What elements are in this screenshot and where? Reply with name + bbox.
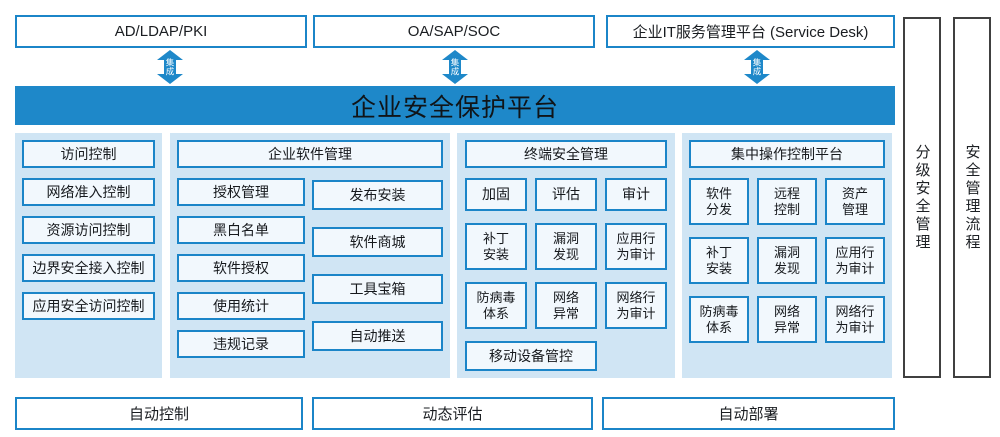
bottom-box-auto-deployment: 自动部署 <box>602 397 895 430</box>
panel-terminal-security: 终端安全管理 加固 评估 审计 补丁 安装 漏洞 发现 应用行 为审计 防病毒 … <box>457 133 675 378</box>
node-vulnerability-discovery: 漏洞 发现 <box>757 237 817 284</box>
node-network-admission: 网络准入控制 <box>22 178 155 206</box>
node-network-anomaly: 网络 异常 <box>535 282 597 329</box>
bottom-box-auto-control: 自动控制 <box>15 397 303 430</box>
integration-label: 成 <box>753 67 762 77</box>
node-remote-control: 远程 控制 <box>757 178 817 225</box>
double-arrow-shape <box>744 50 770 84</box>
integration-label: 成 <box>451 67 460 77</box>
panel-central-operations: 集中操作控制平台 软件 分发 远程 控制 资产 管理 补丁 安装 漏洞 发现 应… <box>682 133 892 378</box>
node-network-behavior-audit: 网络行 为审计 <box>605 282 667 329</box>
node-access-control: 访问控制 <box>22 140 155 168</box>
node-asset-management: 资产 管理 <box>825 178 885 225</box>
panel-software-management: 企业软件管理 授权管理 黑白名单 软件授权 使用统计 违规记录 发布安装 软件商… <box>170 133 450 378</box>
sidebar-hierarchical-security-mgmt: 分级安全管理 <box>903 17 941 378</box>
node-release-install: 发布安装 <box>312 180 443 210</box>
node-software-store: 软件商城 <box>312 227 443 257</box>
node-network-behavior-audit: 网络行 为审计 <box>825 296 885 343</box>
system-box-service-desk: 企业IT服务管理平台 (Service Desk) <box>606 15 895 48</box>
node-usage-statistics: 使用统计 <box>177 292 305 320</box>
node-assessment: 评估 <box>535 178 597 211</box>
node-license-management: 授权管理 <box>177 178 305 206</box>
node-patch-install: 补丁 安装 <box>465 223 527 270</box>
node-network-anomaly: 网络 异常 <box>757 296 817 343</box>
node-software-distribution: 软件 分发 <box>689 178 749 225</box>
node-vulnerability-discovery: 漏洞 发现 <box>535 223 597 270</box>
node-software-authorization: 软件授权 <box>177 254 305 282</box>
integration-label: 成 <box>166 67 175 77</box>
integration-arrow-icon: 集 成 <box>157 50 183 84</box>
double-arrow-shape <box>442 50 468 84</box>
node-app-behavior-audit: 应用行 为审计 <box>605 223 667 270</box>
integration-label: 集 <box>166 58 175 68</box>
sidebar-security-mgmt-process: 安全管理流程 <box>953 17 991 378</box>
node-black-white-list: 黑白名单 <box>177 216 305 244</box>
integration-label: 集 <box>451 58 460 68</box>
node-audit: 审计 <box>605 178 667 211</box>
platform-banner-title: 企业安全保护平台 <box>15 86 895 125</box>
node-toolbox: 工具宝箱 <box>312 274 443 304</box>
node-app-behavior-audit: 应用行 为审计 <box>825 237 885 284</box>
panel-header-central-operations: 集中操作控制平台 <box>689 140 885 168</box>
integration-label: 集 <box>753 58 762 68</box>
node-antivirus-system: 防病毒 体系 <box>689 296 749 343</box>
panel-header-terminal-security: 终端安全管理 <box>465 140 667 168</box>
integration-arrow-icon: 集 成 <box>744 50 770 84</box>
node-mobile-device-control: 移动设备管控 <box>465 341 597 371</box>
system-box-ad-ldap-pki: AD/LDAP/PKI <box>15 15 307 48</box>
panel-access-control: 访问控制 网络准入控制 资源访问控制 边界安全接入控制 应用安全访问控制 <box>15 133 162 378</box>
panel-header-software-management: 企业软件管理 <box>177 140 443 168</box>
node-resource-access: 资源访问控制 <box>22 216 155 244</box>
node-violation-records: 违规记录 <box>177 330 305 358</box>
bottom-box-dynamic-assessment: 动态评估 <box>312 397 593 430</box>
node-border-access: 边界安全接入控制 <box>22 254 155 282</box>
system-box-oa-sap-soc: OA/SAP/SOC <box>313 15 595 48</box>
node-patch-install: 补丁 安装 <box>689 237 749 284</box>
node-hardening: 加固 <box>465 178 527 211</box>
node-auto-push: 自动推送 <box>312 321 443 351</box>
integration-arrow-icon: 集 成 <box>442 50 468 84</box>
node-antivirus-system: 防病毒 体系 <box>465 282 527 329</box>
node-app-access: 应用安全访问控制 <box>22 292 155 320</box>
double-arrow-shape <box>157 50 183 84</box>
